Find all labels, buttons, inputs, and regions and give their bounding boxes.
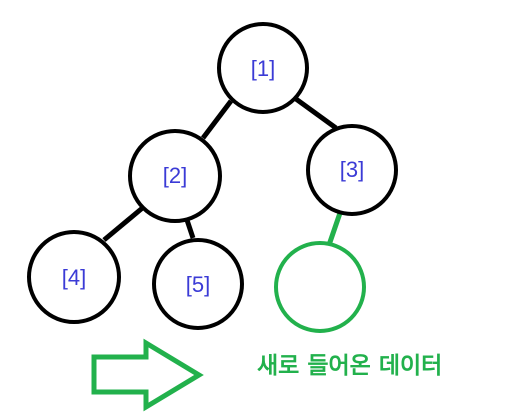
node-1-label: [1] <box>251 56 275 81</box>
node-3-label: [3] <box>340 157 364 182</box>
tree-node-3: [3] <box>306 124 398 216</box>
edge-1-3 <box>294 96 338 131</box>
new-data-node <box>274 241 366 333</box>
tree-node-1: [1] <box>217 22 309 114</box>
node-2-label: [2] <box>163 163 187 188</box>
node-4-label: [4] <box>62 265 86 290</box>
tree-node-5: [5] <box>152 238 244 330</box>
edge-1-2 <box>201 99 233 140</box>
tree-node-2: [2] <box>128 129 222 223</box>
tree-node-4: [4] <box>27 230 121 324</box>
right-arrow-outline-icon <box>91 338 204 412</box>
edge-2-4 <box>102 203 148 242</box>
new-data-caption: 새로 들어온 데이터 <box>257 353 442 379</box>
edge-3-new <box>326 212 343 246</box>
node-5-label: [5] <box>186 272 210 297</box>
